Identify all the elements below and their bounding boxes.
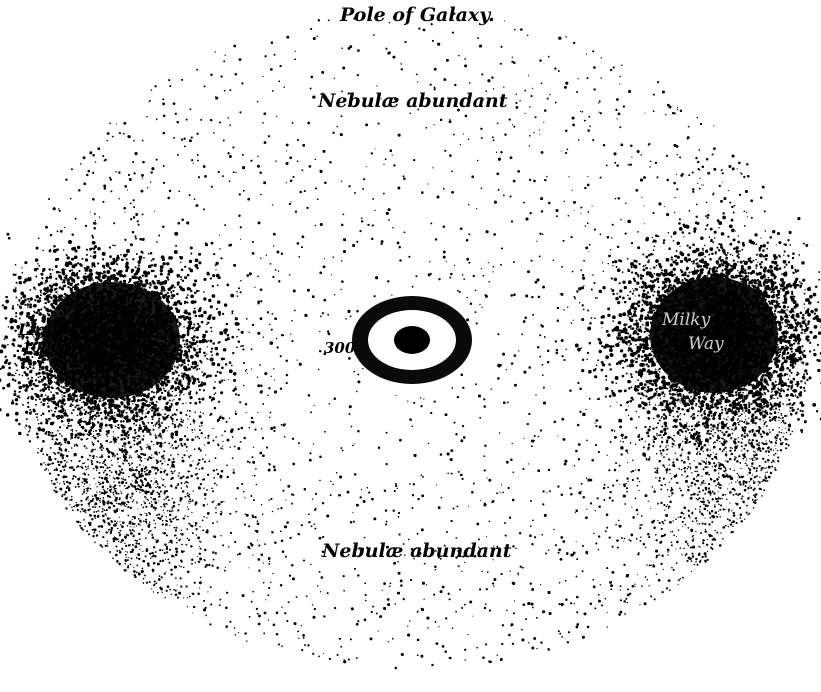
sun-center-dot [394, 326, 430, 354]
central-ring-group [352, 296, 472, 384]
way-label: Way [688, 336, 724, 353]
left-region-label: Light [18, 322, 66, 338]
center-distance-label: 300 [324, 341, 355, 356]
nebulae-abundant-top-label: Nebulæ abundant [318, 92, 508, 111]
pole-of-galaxy-label: Pole of Galaxy. [340, 6, 495, 25]
milky-label: Milky [662, 312, 710, 329]
left-region-distance-label: 1000 [22, 341, 61, 355]
milky-way-dense-region [497, 210, 821, 480]
nebulae-abundant-bottom-label: Nebulæ abundant [322, 542, 512, 561]
